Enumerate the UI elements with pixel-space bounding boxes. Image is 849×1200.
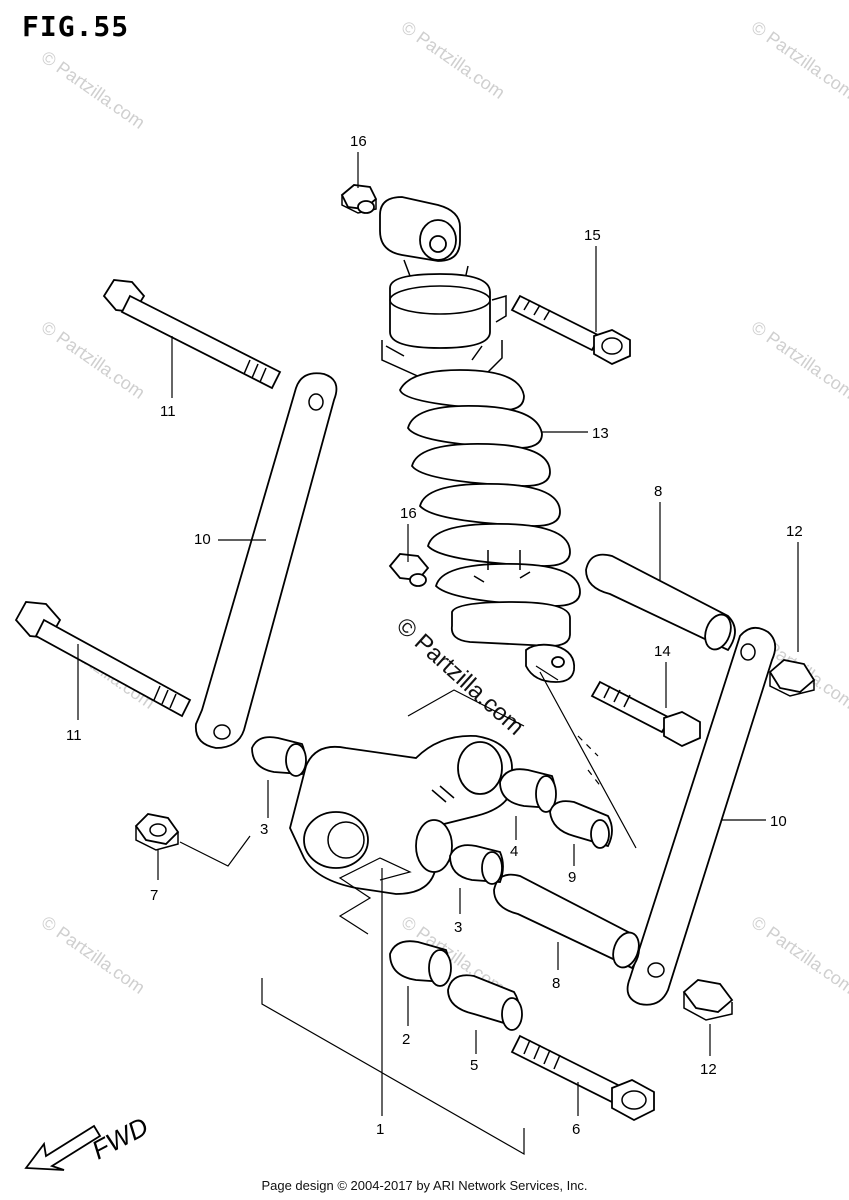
direction-label: FWD	[87, 1111, 153, 1165]
callout-16-lower: 16	[400, 505, 417, 522]
leader-lines	[77, 152, 799, 1116]
part-4-bushing[interactable]	[499, 768, 557, 813]
part-8-upper-sleeve[interactable]	[585, 553, 736, 653]
callout-14: 14	[654, 643, 671, 660]
callout-1: 1	[376, 1121, 384, 1138]
watermark-3: © Partzilla.com	[748, 17, 849, 103]
part-5-sleeve[interactable]	[447, 974, 523, 1031]
callout-13: 13	[592, 425, 609, 442]
callout-6: 6	[572, 1121, 580, 1138]
callout-2: 2	[402, 1031, 410, 1048]
callout-16-top: 16	[350, 133, 367, 150]
part-8-lower-sleeve[interactable]	[493, 873, 643, 971]
callout-3-lower: 3	[454, 919, 462, 936]
callout-10-left: 10	[194, 531, 211, 548]
callout-8-lower: 8	[552, 975, 560, 992]
part-10-left-link[interactable]	[194, 372, 338, 749]
part-12-upper-nut[interactable]	[768, 659, 816, 697]
callout-12-lower: 12	[700, 1061, 717, 1078]
callout-7: 7	[150, 887, 158, 904]
watermark-4: © Partzilla.com	[38, 317, 149, 403]
part-9-sleeve[interactable]	[549, 800, 613, 849]
part-11-upper-bolt[interactable]	[102, 279, 282, 390]
callout-4: 4	[510, 843, 518, 860]
callout-11-upper: 11	[160, 403, 176, 420]
part-11-lower-bolt[interactable]	[14, 601, 192, 718]
callout-labels: 16 15 11 13 8 10 16 12 14 11 3 10 4 9 7 …	[66, 133, 803, 1138]
part-12-lower-nut[interactable]	[682, 979, 734, 1021]
part-1-cushion-lever[interactable]	[289, 734, 513, 895]
watermark-2: © Partzilla.com	[398, 17, 509, 103]
part-15-bolt[interactable]	[510, 294, 631, 366]
part-10-right-link[interactable]	[626, 626, 777, 1006]
part-7-nut[interactable]	[134, 813, 180, 851]
callout-10-right: 10	[770, 813, 787, 830]
part-16-top-nut[interactable]	[340, 184, 378, 214]
watermark-5: © Partzilla.com	[748, 317, 849, 403]
part-2-bushing[interactable]	[389, 940, 452, 987]
part-3-upper-bushing[interactable]	[251, 736, 307, 777]
page-footer: Page design © 2004-2017 by ARI Network S…	[261, 1178, 588, 1193]
watermark-10: © Partzilla.com	[748, 912, 849, 998]
watermark-1: © Partzilla.com	[38, 47, 149, 133]
callout-5: 5	[470, 1057, 478, 1074]
part-3-lower-bushing[interactable]	[449, 844, 504, 885]
callout-11-lower: 11	[66, 727, 82, 744]
part-14-bolt[interactable]	[590, 680, 701, 748]
part-13-shock-absorber[interactable]	[379, 196, 581, 683]
assembly-lines	[179, 665, 637, 1156]
callout-12-upper: 12	[786, 523, 803, 540]
callout-8-upper: 8	[654, 483, 662, 500]
callout-15: 15	[584, 227, 601, 244]
callout-3-upper: 3	[260, 821, 268, 838]
part-6-bolt[interactable]	[510, 1034, 655, 1122]
arrow-down-left-icon: FWD	[24, 1111, 153, 1171]
part-16-lower-nut[interactable]	[388, 553, 430, 587]
callout-9: 9	[568, 869, 576, 886]
watermark-8: © Partzilla.com	[38, 912, 149, 998]
figure-title: FIG.55	[22, 10, 130, 43]
